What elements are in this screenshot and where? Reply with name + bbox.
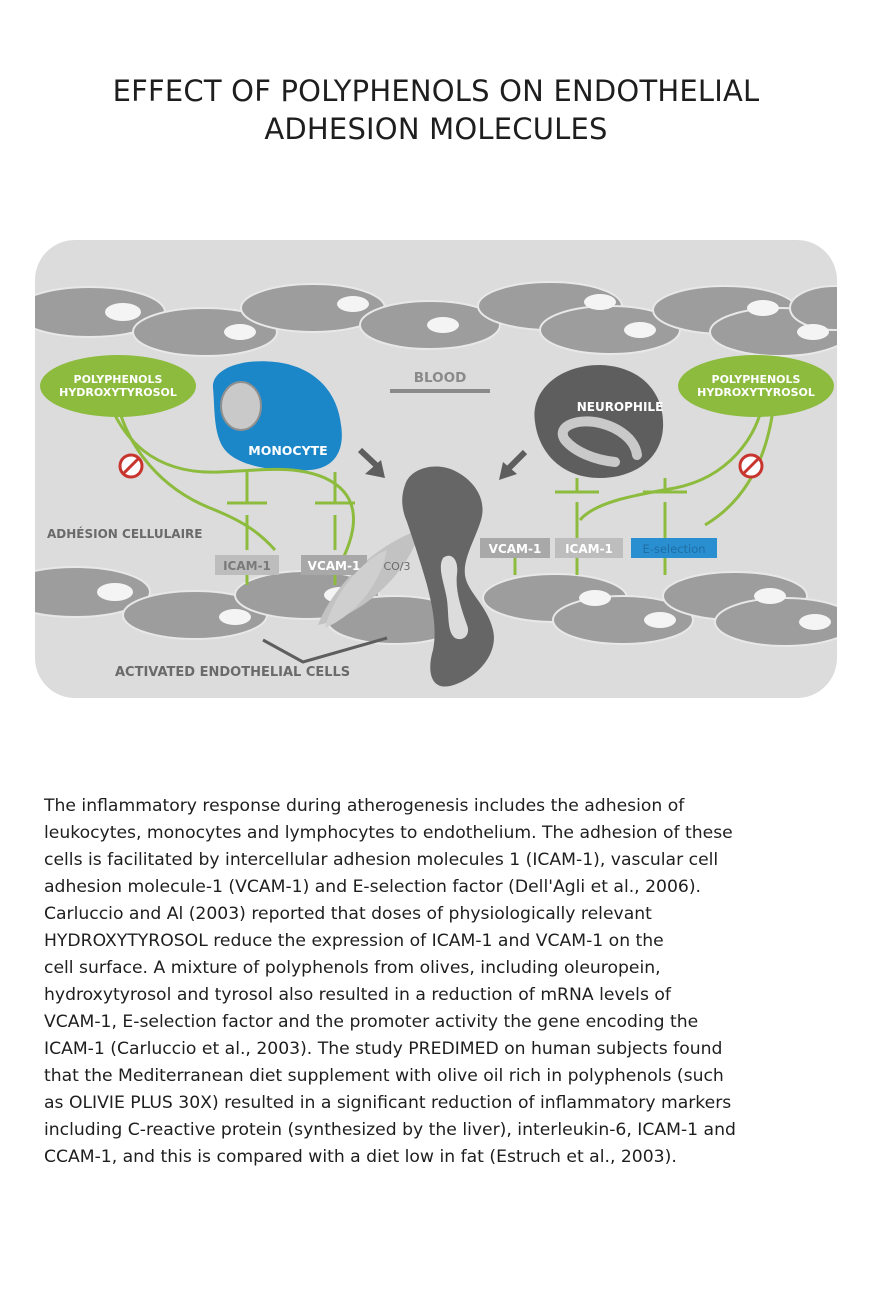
right-receptors <box>513 478 687 575</box>
body-line: cell surface. A mixture of polyphenols f… <box>44 958 661 978</box>
molecule-badge-eselection <box>631 538 717 558</box>
body-line: hydroxytyrosol and tyrosol also resulted… <box>44 985 671 1005</box>
molecule-eselection-label: E-selection <box>642 542 705 556</box>
lower-endothelial-cells <box>35 566 837 647</box>
neurophile-nucleus <box>557 416 642 467</box>
body-line: HYDROXYTYROSOL reduce the expression of … <box>44 931 664 951</box>
adhesion-label: ADHÉSION CELLULAIRE <box>47 526 202 541</box>
body-line: as OLIVIE PLUS 30X) resulted in a signif… <box>44 1093 732 1113</box>
inhibit-icon <box>118 453 144 479</box>
molecule-badge-vcam-right <box>480 538 550 558</box>
monocyte-nucleus <box>220 381 262 431</box>
body-line: Carluccio and Al (2003) reported that do… <box>44 904 652 924</box>
body-line: VCAM-1, E-selection factor and the promo… <box>44 1012 699 1032</box>
neurophile-label: NEUROPHILE <box>577 400 664 414</box>
molecule-badge-icam-right <box>555 538 623 558</box>
activated-label: ACTIVATED ENDOTHELIAL CELLS <box>115 665 350 680</box>
monocyte-label: MONOCYTE <box>248 443 327 458</box>
arrow-icon <box>357 447 385 478</box>
endothelial-adhesion-diagram: BLOOD MONOCYTE NEUROPHILE <box>35 240 837 698</box>
body-line: that the Mediterranean diet supplement w… <box>44 1066 724 1086</box>
molecule-icam-right-label: ICAM-1 <box>565 542 613 556</box>
polyphenol-lines-left <box>103 389 355 571</box>
page-title: EFFECT OF POLYPHENOLS ON ENDOTHELIAL ADH… <box>0 72 872 148</box>
molecule-icam-left-label: ICAM-1 <box>223 559 271 573</box>
polyphenols-oval-right: POLYPHENOLS HYDROXYTYROSOL <box>678 355 834 417</box>
molecule-vcam-left-label: VCAM-1 <box>308 559 361 573</box>
polyphenols-left-line1: POLYPHENOLS <box>74 373 163 386</box>
body-line: including C-reactive protein (synthesize… <box>44 1120 736 1140</box>
molecule-badge-icam-left <box>215 555 279 575</box>
leukocyte-highlight <box>440 555 469 640</box>
molecule-badge-vcam-left <box>301 555 367 575</box>
polyphenols-left-line2: HYDROXYTYROSOL <box>59 386 177 399</box>
body-paragraph: The inflammatory response during atherog… <box>44 793 844 1171</box>
upper-endothelial-cells <box>35 281 837 357</box>
title-line-1: EFFECT OF POLYPHENOLS ON ENDOTHELIAL <box>112 74 760 108</box>
blood-label: BLOOD <box>414 370 467 386</box>
body-line: adhesion molecule-1 (VCAM-1) and E-selec… <box>44 877 702 897</box>
polyphenols-right-line2: HYDROXYTYROSOL <box>697 386 815 399</box>
title-line-2: ADHESION MOLECULES <box>264 112 608 146</box>
body-line: ICAM-1 (Carluccio et al., 2003). The stu… <box>44 1039 723 1059</box>
blood-underline <box>390 389 490 393</box>
lens-overlay <box>325 550 387 628</box>
body-line: CCAM-1, and this is compared with a diet… <box>44 1147 677 1167</box>
body-line: The inflammatory response during atherog… <box>44 796 685 816</box>
polyphenols-right-line1: POLYPHENOLS <box>712 373 801 386</box>
arrow-icon <box>499 449 528 480</box>
body-line: cells is facilitated by intercellular ad… <box>44 850 719 870</box>
body-line: leukocytes, monocytes and lymphocytes to… <box>44 823 733 843</box>
activated-bracket <box>262 636 388 664</box>
molecule-vcam-right-label: VCAM-1 <box>489 542 542 556</box>
polyphenols-oval-left: POLYPHENOLS HYDROXYTYROSOL <box>40 355 196 417</box>
inhibit-icon <box>738 453 764 479</box>
